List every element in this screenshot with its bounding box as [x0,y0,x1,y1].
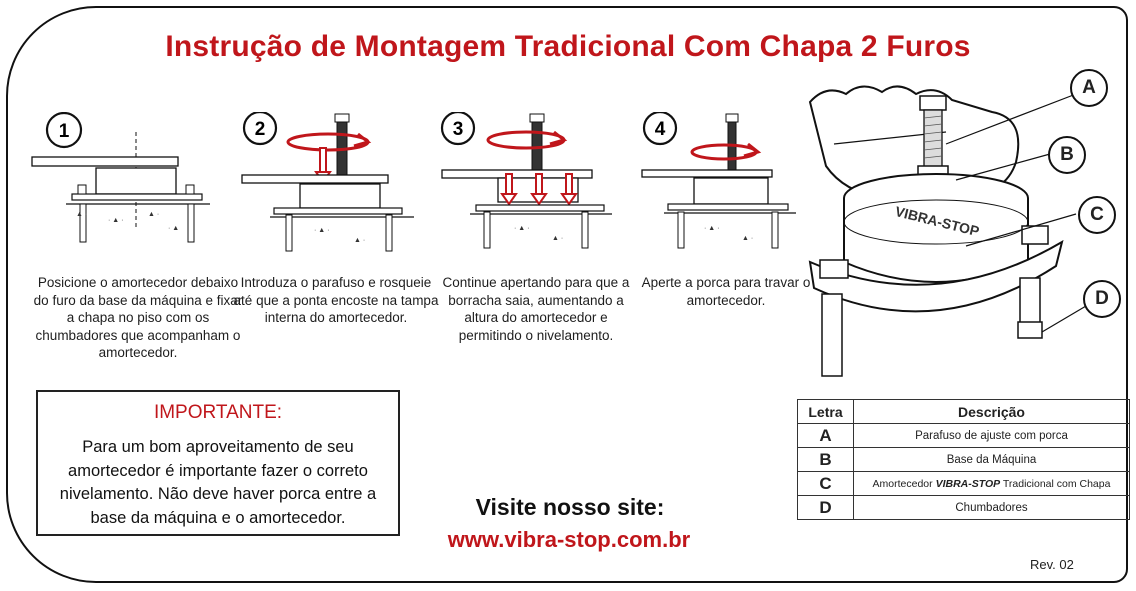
step-4-number: 4 [655,119,666,140]
table-row: C Amortecedor VIBRA-STOP Tradicional com… [797,471,1130,496]
website-link[interactable]: www.vibra-stop.com.br [447,527,691,552]
step-1-illustration: 1 ▲ · · ▲ · ▲ · · ▲ [31,112,210,243]
legend-table: Letra Descrição A Parafuso de ajuste com… [797,399,1130,520]
row-letter: C [797,471,854,496]
row-description: Chumbadores [853,495,1130,520]
step-3-illustration: 3 · ▲ · ▲ · [440,112,612,249]
revision-label: Rev. 02 [1030,557,1074,572]
visit-label: Visite nosso site: [475,494,665,520]
row-letter: A [797,423,854,448]
desc-suffix: Tradicional com Chapa [1000,477,1111,490]
step-2-number: 2 [255,119,266,140]
svg-text:· ▲ ·: · ▲ · [704,225,719,232]
callout-d: D [1083,280,1121,318]
callout-a: A [1070,69,1108,107]
product-illustration: VIBRA-STOP [808,85,1087,377]
step-2-illustration: 2 · ▲ · ▲ · [241,112,414,252]
step-4-illustration: 4 · ▲ · ▲ · [641,112,796,249]
callout-b: B [1048,136,1086,174]
step-3-number: 3 [453,119,464,140]
header-descricao: Descrição [853,399,1130,424]
svg-text:· ▲ ·: · ▲ · [108,217,123,224]
callout-c: C [1078,196,1116,234]
important-box: IMPORTANTE: Para um bom aproveitamento d… [36,390,400,536]
svg-text:· ▲: · ▲ [168,225,179,232]
step-4-caption: Aperte a porca para travar o amortecedor… [641,275,811,308]
step-3-caption: Continue apertando para que a borracha s… [442,275,630,343]
step-2-caption: Introduza o parafuso e rosqueie até que … [233,275,439,325]
table-header-row: Letra Descrição [797,399,1130,424]
table-row: B Base da Máquina [797,447,1130,472]
important-title: IMPORTANTE: [153,402,283,423]
table-row: A Parafuso de ajuste com porca [797,423,1130,448]
desc-brand: VIBRA-STOP [935,477,1001,490]
important-text: Para um bom aproveitamento de seu amorte… [59,438,377,527]
row-description: Amortecedor VIBRA-STOP Tradicional com C… [853,471,1130,496]
step-1-number: 1 [59,121,70,142]
svg-text:▲ ·: ▲ · [552,235,563,242]
svg-text:▲ ·: ▲ · [742,235,753,242]
svg-text:▲ ·: ▲ · [76,211,87,218]
desc-prefix: Amortecedor [872,477,936,490]
svg-text:· ▲ ·: · ▲ · [314,227,329,234]
page-border [6,6,1128,583]
step-1-caption: Posicione o amortecedor debaixo do furo … [33,275,243,360]
page-title: Instrução de Montagem Tradicional Com Ch… [165,30,971,63]
svg-text:▲ ·: ▲ · [148,211,159,218]
table-row: D Chumbadores [797,495,1130,520]
svg-text:· ▲ ·: · ▲ · [514,225,529,232]
row-description: Base da Máquina [853,447,1130,472]
row-letter: D [797,495,854,520]
svg-text:▲ ·: ▲ · [354,237,365,244]
row-letter: B [797,447,854,472]
header-letra: Letra [797,399,854,424]
row-description: Parafuso de ajuste com porca [853,423,1130,448]
